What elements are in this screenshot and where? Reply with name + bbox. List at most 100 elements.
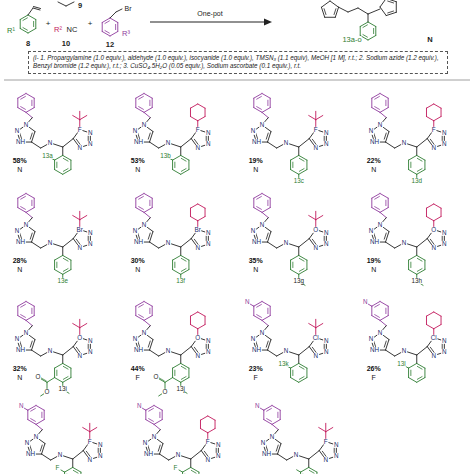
bond-line [17,306,18,315]
bond-line [426,104,433,108]
bond-line [17,98,18,107]
atom-label: N [57,452,63,458]
bond-line [79,111,80,119]
bond-line [150,142,159,148]
bond-line [426,117,433,121]
bond-line [380,112,386,117]
bond-line [426,325,433,329]
bond-line [148,341,150,347]
bond-line [409,255,417,260]
bond-line [309,467,317,472]
bond-line [63,378,71,383]
atom-label: O [35,374,41,380]
bond-line [375,315,380,318]
bond-line [417,363,425,368]
bond-line [371,306,372,315]
bond-line [26,93,34,98]
bond-line [139,207,144,210]
bond-line [26,112,32,117]
bond-line [102,23,103,32]
atom-label: 13h [411,278,423,284]
plus-sign: + [87,20,93,28]
atom-label: N [24,440,30,446]
atom-label: N [87,130,93,136]
bond-line [44,410,45,419]
bond-line [254,93,262,98]
bond-line [384,341,386,347]
bond-line [409,170,417,175]
compound-number: 28% [12,256,27,263]
bond-line [380,0,386,7]
bond-line [417,269,422,272]
bond-line [373,28,374,33]
bond-line [299,158,304,161]
bond-line [139,304,144,307]
bond-line [32,350,41,356]
bond-line [55,170,63,175]
bond-line [149,100,150,105]
bond-line [262,320,268,325]
compound-number: 58% [12,156,27,163]
bond-line [272,405,280,410]
bond-line [73,470,78,473]
bond-line [56,262,57,267]
bond-line [63,377,68,380]
bond-line [297,470,301,472]
atom-label: Br [76,226,83,232]
bond-line [63,239,74,247]
bond-line [28,15,36,20]
atom-label: N [195,144,201,150]
bond-line [198,204,205,208]
bond-line [380,316,388,321]
bond-line [306,160,307,169]
bond-line [135,306,136,315]
bond-line [62,147,63,155]
bond-line [158,445,160,451]
bond-line [315,211,316,219]
atom-label: N [141,222,147,228]
bond-line [30,233,32,239]
bond-line [380,108,388,113]
atom-label: N [377,122,383,128]
bond-line [190,117,197,121]
bond-line [115,24,116,29]
atom-label: N [205,130,211,136]
bond-line [262,112,268,117]
bond-line [325,17,336,18]
bond-line [188,260,189,269]
bond-line [34,306,35,315]
bond-line [375,196,380,199]
bond-line [417,169,422,172]
bond-line [135,98,136,107]
atom-label: NH [251,139,261,145]
atom-label: N [441,338,447,344]
atom-label: N [215,453,221,459]
bond-line [372,208,380,213]
bond-line [116,9,122,12]
atom-label: N [260,440,266,446]
bond-line [200,420,201,428]
bond-line [21,207,26,210]
atom-label: F [77,126,82,132]
bond-line [417,158,422,161]
bond-line [73,324,80,328]
bond-line [267,408,272,411]
bond-line [380,208,388,213]
bond-line [270,198,271,207]
bond-line [306,260,307,269]
atom-label: N [142,440,148,446]
bond-line [299,255,307,260]
bond-line [372,316,380,321]
atom-label: N [23,330,29,336]
atom-label: N [293,452,299,458]
bond-line [292,162,293,167]
atom-label: N [165,240,171,246]
atom-label: N [136,403,142,409]
atom-label: Cl [312,334,319,340]
atom-label: N [165,348,171,354]
atom-label: N [362,299,368,305]
bond-line [263,410,264,419]
bond-line [144,316,152,321]
atom-label: N [401,240,407,246]
